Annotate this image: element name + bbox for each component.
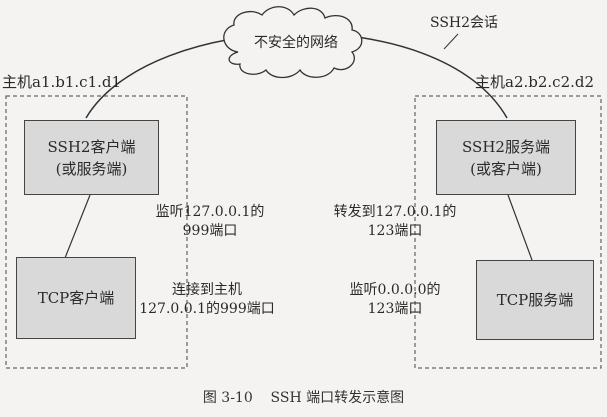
left-connect-note-line1: 连接到主机 (172, 282, 242, 298)
right-host-boundary (414, 95, 602, 369)
cloud-label: 不安全的网络 (254, 35, 338, 51)
right-host-name: 主机a2.b2.c2.d2 (475, 73, 595, 91)
session-pointer-line (443, 33, 459, 50)
ssh2-client-box: SSH2客户端 (或服务端) (24, 120, 159, 195)
left-listen-note: 监听127.0.0.1的 999端口 (145, 203, 275, 241)
right-ssh-tcp-connector (507, 194, 533, 261)
left-listen-note-line1: 监听127.0.0.1的 (155, 204, 265, 220)
tcp-server-label: TCP服务端 (496, 291, 574, 309)
ssh2-server-title: SSH2服务端 (462, 137, 550, 156)
right-forward-note: 转发到127.0.0.1的 123端口 (315, 203, 475, 241)
right-listen-note-line2: 123端口 (367, 301, 423, 317)
ssh2-server-subtitle: (或客户端) (470, 159, 542, 178)
left-host-name: 主机a1.b1.c1.d1 (2, 73, 122, 91)
left-host-boundary (5, 95, 188, 369)
session-label: SSH2会话 (430, 15, 499, 31)
left-connect-note-line2: 127.0.0.1的999端口 (139, 301, 275, 317)
ssh2-client-subtitle: (或服务端) (55, 159, 128, 178)
left-ssh-tcp-connector (64, 194, 91, 259)
right-forward-note-line2: 123端口 (367, 223, 423, 239)
left-listen-note-line2: 999端口 (182, 223, 238, 239)
tcp-client-label: TCP客户端 (37, 289, 115, 307)
right-forward-note-line1: 转发到127.0.0.1的 (333, 204, 457, 220)
left-connect-note: 连接到主机 127.0.0.1的999端口 (122, 281, 292, 319)
right-listen-note-line1: 监听0.0.0.0的 (349, 282, 441, 298)
tcp-client-box: TCP客户端 (16, 257, 136, 339)
cloud-shape (223, 6, 363, 79)
tcp-server-box: TCP服务端 (476, 260, 594, 340)
figure-caption: 图 3-10 SSH 端口转发示意图 (202, 390, 405, 406)
right-listen-note: 监听0.0.0.0的 123端口 (325, 281, 465, 319)
ssh2-client-title: SSH2客户端 (47, 137, 136, 156)
ssh2-server-box: SSH2服务端 (或客户端) (436, 120, 576, 195)
